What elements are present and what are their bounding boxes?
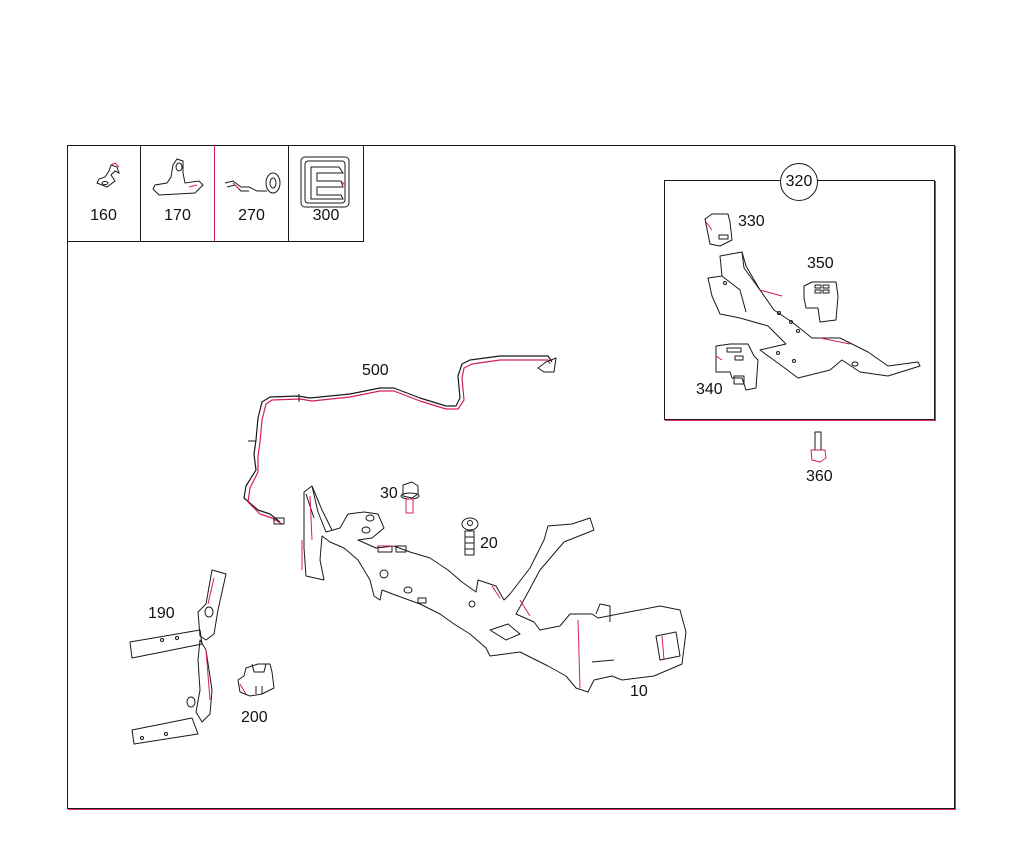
part-label-30: 30 [380, 485, 398, 502]
thumb-part-170[interactable]: 170 [141, 145, 215, 241]
clip-350-icon[interactable] [804, 282, 838, 322]
part-label-20: 20 [480, 535, 498, 552]
part-label-200: 200 [241, 709, 268, 726]
part-label-270: 270 [238, 207, 265, 224]
screw-20-icon[interactable] [462, 518, 478, 555]
cable-500-icon[interactable] [244, 356, 556, 524]
carrier-10-icon[interactable] [302, 486, 686, 692]
part-label-190: 190 [148, 605, 175, 622]
diagram-frame [67, 145, 955, 809]
part-label-340: 340 [696, 381, 723, 398]
bolt-360-icon[interactable] [811, 432, 826, 462]
subassembly-label-320[interactable]: 320 [780, 163, 818, 201]
bracket-320-icon [708, 252, 920, 378]
part-label-300: 300 [312, 207, 340, 224]
thumbnail-strip: 160 170 270 [67, 145, 364, 242]
thumb-part-270[interactable]: 270 [215, 145, 289, 241]
clip-200-icon[interactable] [238, 664, 274, 696]
bracket-160-icon [75, 153, 133, 203]
thumb-part-160[interactable]: 160 [67, 145, 141, 241]
thumb-part-300[interactable]: 300 [289, 145, 363, 241]
part-label-330: 330 [738, 213, 765, 230]
part-label-360: 360 [806, 468, 833, 485]
bracket-170-icon [149, 153, 207, 203]
bolt-30-icon[interactable] [401, 482, 419, 513]
part-label-10: 10 [630, 683, 648, 700]
bracket-190-icon[interactable] [130, 570, 226, 744]
part-label-170: 170 [164, 207, 191, 224]
part-label-350: 350 [807, 255, 834, 272]
part-label-500: 500 [362, 362, 389, 379]
part-label-160: 160 [90, 207, 117, 224]
cable-lug-270-icon [223, 153, 281, 203]
clip-330-icon[interactable] [705, 214, 732, 246]
clip-340-icon[interactable] [716, 344, 758, 390]
clip-300-icon [297, 153, 355, 209]
